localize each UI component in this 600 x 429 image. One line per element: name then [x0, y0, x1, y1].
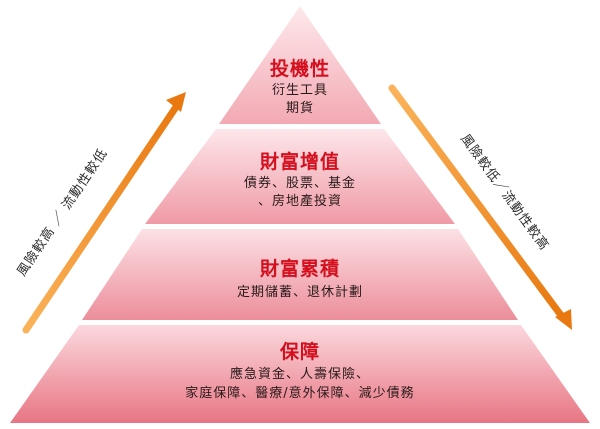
left-arrow	[22, 92, 186, 334]
tier-wealth-growth-title: 財富增值	[259, 151, 340, 173]
tier-speculative-title: 投機性	[269, 58, 330, 80]
tier-protection-line-1: 應急資金、人壽保險、	[229, 367, 370, 382]
tier-speculative-line-1: 衍生工具	[271, 83, 328, 98]
tier-wealth-accumulation-line-1: 定期儲蓄、退休計劃	[236, 285, 363, 300]
tier-speculative	[219, 6, 381, 124]
tier-protection-title: 保障	[279, 341, 320, 363]
tier-wealth-accumulation-title: 財富累積	[259, 258, 340, 280]
right-arrowhead-icon	[555, 309, 572, 330]
tier-speculative-line-2: 期貨	[285, 101, 314, 116]
tier-wealth-growth-line-1: 債券、股票、基金	[243, 176, 356, 191]
left-arrowhead-icon	[166, 92, 186, 112]
tier-protection-line-2: 家庭保障、醫療/意外保障、減少債務	[185, 386, 415, 401]
tier-wealth-growth-line-2: 、房地產投資	[257, 194, 342, 209]
tier-wealth-accumulation	[82, 229, 518, 320]
tier-wealth-growth	[145, 129, 455, 224]
tier-protection	[10, 325, 590, 423]
right-arrow	[388, 84, 572, 330]
